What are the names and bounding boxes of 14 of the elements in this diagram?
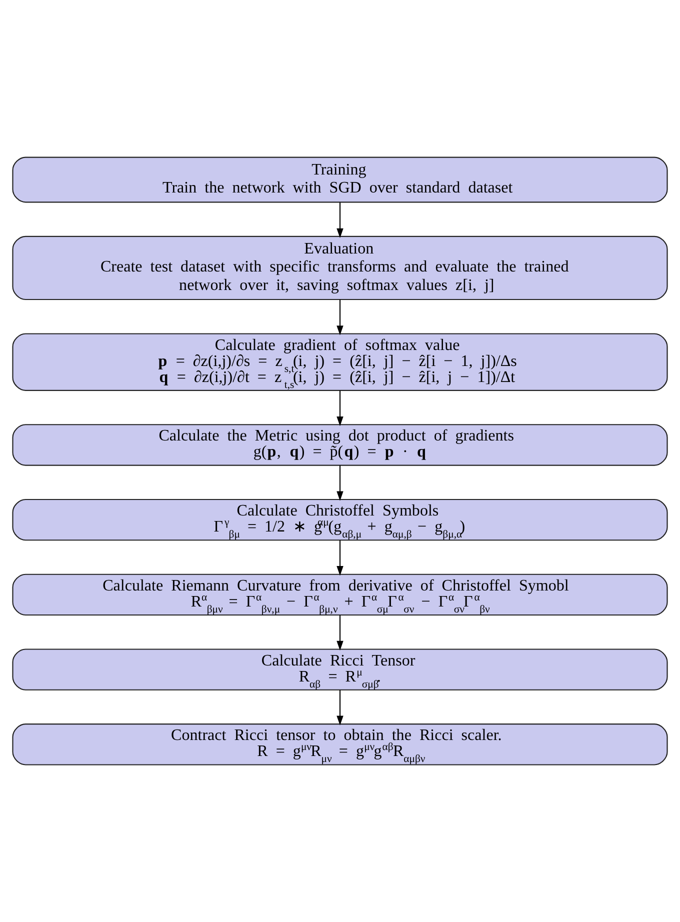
arrow xyxy=(336,615,344,651)
arrow xyxy=(336,466,344,501)
arrow xyxy=(336,390,344,426)
node-box: Training Train the network with SGD over standard dataset xyxy=(12,156,668,203)
node-box: Calculate Christoffel Symbols Γ$^{γ}$$_{βμ}$ = 1/2 ∗ g$^{αμ}$(g$_{αβ,μ}$ + g$_{αμ,β}$ − g$_{βμ,α}$) xyxy=(12,498,668,541)
arrow xyxy=(336,690,344,726)
node-box: Calculate Ricci Tensor R$_{αβ}$ = R$^{μ}$$_{σμβ}$. xyxy=(12,648,668,690)
arrow xyxy=(336,300,344,336)
node-box: Contract Ricci tensor to obtain the Ricci scaler. R = g$^{μν}$R$_{μν}$ = g$^{μν}$g$^{αβ}$R$_{αμβν}$ xyxy=(12,724,668,766)
arrow xyxy=(336,202,344,238)
arrow xyxy=(336,540,344,576)
node-box: Calculate the Metric using dot product of gradients g(p, q) = p̃(q) = p · q xyxy=(12,424,668,466)
node-box: Calculate gradient of softmax value p = ∂z(i,j)/∂s = z$_{s,t}$(i, j) = (ẑ[i, j] − ẑ[i − 1, j])/Δs q = ∂z(i,j)/∂t = z$_{t,s}$(i, j) = (ẑ[i, j] − ẑ[i, j − 1])/Δt xyxy=(12,333,668,391)
node-box: Evaluation Create test dataset with specific transforms and evaluate the trained network over it, saving softmax values z[i, j] xyxy=(12,236,668,300)
